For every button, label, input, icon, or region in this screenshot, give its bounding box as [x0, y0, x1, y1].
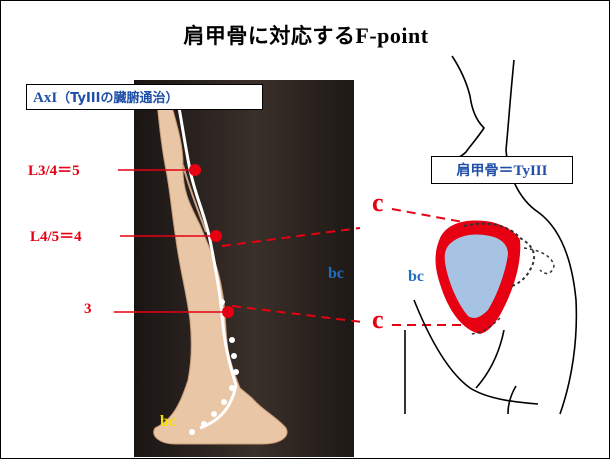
head-profile	[445, 55, 486, 161]
scapula-lower-dotted	[469, 317, 501, 335]
label-l45: L4/5＝4	[30, 229, 82, 245]
label-bc-scapula: bc	[408, 268, 424, 285]
fpoint-l45	[210, 230, 222, 242]
leg-shape	[153, 91, 288, 445]
meridian-point	[229, 337, 235, 343]
scapula-dotted-outline	[463, 222, 536, 287]
label-bc-foot: bc	[160, 413, 176, 430]
meridian-point	[219, 299, 225, 305]
title-jp: 肩甲骨に対応する	[183, 24, 356, 48]
meridian-point	[201, 421, 207, 427]
meridian-point	[211, 411, 217, 417]
fpoint-3	[222, 306, 234, 318]
meridian-point	[221, 399, 227, 405]
meridian-point	[189, 429, 195, 435]
acromion-dotted	[523, 247, 555, 275]
meridian-point	[233, 369, 239, 375]
label-bc-middle: bc	[328, 265, 344, 282]
meridian-point	[229, 385, 235, 391]
dashed-link-c-upper	[391, 208, 464, 223]
scapula-label-box: 肩甲骨＝TyIII	[431, 156, 573, 184]
scapula-illustration	[435, 220, 555, 335]
back-outline	[505, 59, 578, 415]
slide-title: 肩甲骨に対応するF-point	[0, 20, 612, 50]
label-l34: L3/4＝5	[28, 163, 80, 179]
dashed-link-upper	[221, 227, 361, 247]
axi-label-box: AxI（TyIIIの臓腑通治）	[26, 84, 263, 110]
scapula-jp: 肩甲骨	[456, 163, 499, 179]
arm-outline	[413, 299, 539, 405]
label-3: 3	[84, 301, 92, 317]
leg-illustration	[153, 91, 288, 445]
finger	[507, 385, 517, 415]
scapula-rest: ＝TyIII	[498, 163, 548, 179]
axi-jp: （TyIIIの臓腑通治）	[57, 91, 179, 106]
fpoint-l34	[189, 164, 201, 176]
body-outline	[404, 55, 578, 415]
label-c-lower: c	[372, 305, 384, 334]
arm-inner	[475, 329, 505, 389]
meridian-line	[174, 91, 238, 430]
meridian-point	[231, 353, 237, 359]
label-c-upper: c	[372, 188, 384, 217]
scapula-blue-body	[444, 234, 508, 318]
dashed-link-lower	[231, 305, 363, 323]
axi-latin: AxI	[33, 90, 58, 106]
title-latin: F-point	[355, 23, 429, 48]
